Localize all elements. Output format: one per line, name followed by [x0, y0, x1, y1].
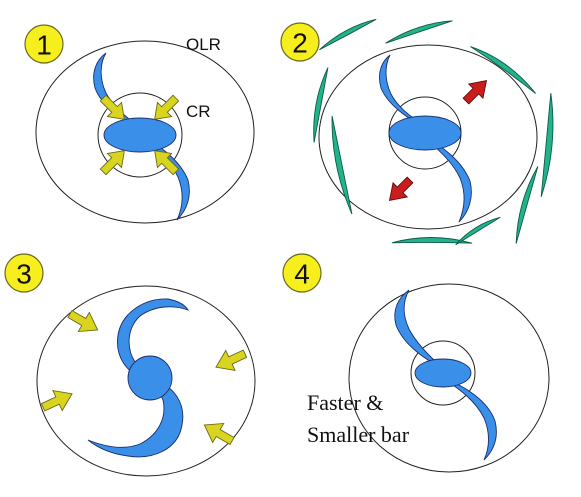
inflow-arrow [99, 94, 125, 120]
outer-arm [455, 216, 501, 246]
caption-line-2: Smaller bar [307, 422, 410, 447]
panel-2: 2 [280, 18, 554, 246]
olr-label: OLR [186, 35, 221, 54]
spiral-arm-upper [379, 54, 426, 128]
cr-ring [410, 340, 476, 406]
central-bar [414, 358, 472, 388]
olr-ring [36, 285, 256, 477]
outer-arm [313, 67, 329, 143]
olr-ring [318, 44, 538, 230]
spiral-arm-lower [442, 377, 497, 461]
inflow-arrow [203, 422, 235, 446]
panel-number-badge: 1 [24, 24, 64, 64]
panel-number: 1 [36, 30, 52, 61]
inflow-arrows [40, 309, 248, 446]
outflow-arrow [462, 79, 488, 105]
inflow-arrow [99, 150, 125, 176]
central-bulge [127, 355, 173, 401]
outer-arm [331, 115, 353, 215]
outer-arm [470, 46, 536, 94]
outer-arm [385, 20, 453, 44]
outer-arm [540, 93, 554, 198]
inflow-arrows [99, 94, 180, 176]
panel-number: 2 [292, 28, 308, 59]
panel-3: 3 [4, 253, 256, 477]
inflow-arrow [154, 150, 180, 176]
outflow-arrows [388, 79, 488, 202]
outer-arm [515, 166, 539, 244]
panel-number-badge: 3 [4, 253, 44, 293]
cr-ring [97, 92, 183, 178]
outflow-arrow [388, 176, 414, 202]
outer-arms [313, 18, 554, 246]
panel-4: Faster & Smaller bar 4 [282, 253, 550, 473]
olr-ring [35, 40, 255, 224]
central-bar [388, 115, 462, 151]
olr-ring [348, 283, 550, 473]
inflow-arrow [40, 389, 73, 412]
outer-arm [319, 18, 377, 51]
panel-1: OLR CR 1 [24, 24, 255, 224]
panel-number-badge: 4 [282, 253, 322, 293]
spiral-arm-lower [87, 379, 184, 458]
panel-number-badge: 2 [280, 22, 320, 62]
central-bar [103, 117, 177, 153]
spiral-arm-upper [394, 289, 444, 369]
inflow-arrow [154, 94, 180, 120]
caption-line-1: Faster & [307, 390, 383, 415]
outer-arm [391, 237, 473, 244]
panel-number: 3 [16, 259, 32, 290]
cr-label: CR [186, 102, 211, 121]
inflow-arrow [67, 309, 99, 333]
spiral-arm-lower [424, 136, 472, 223]
panel-number: 4 [294, 259, 310, 290]
inflow-arrow [215, 349, 248, 372]
